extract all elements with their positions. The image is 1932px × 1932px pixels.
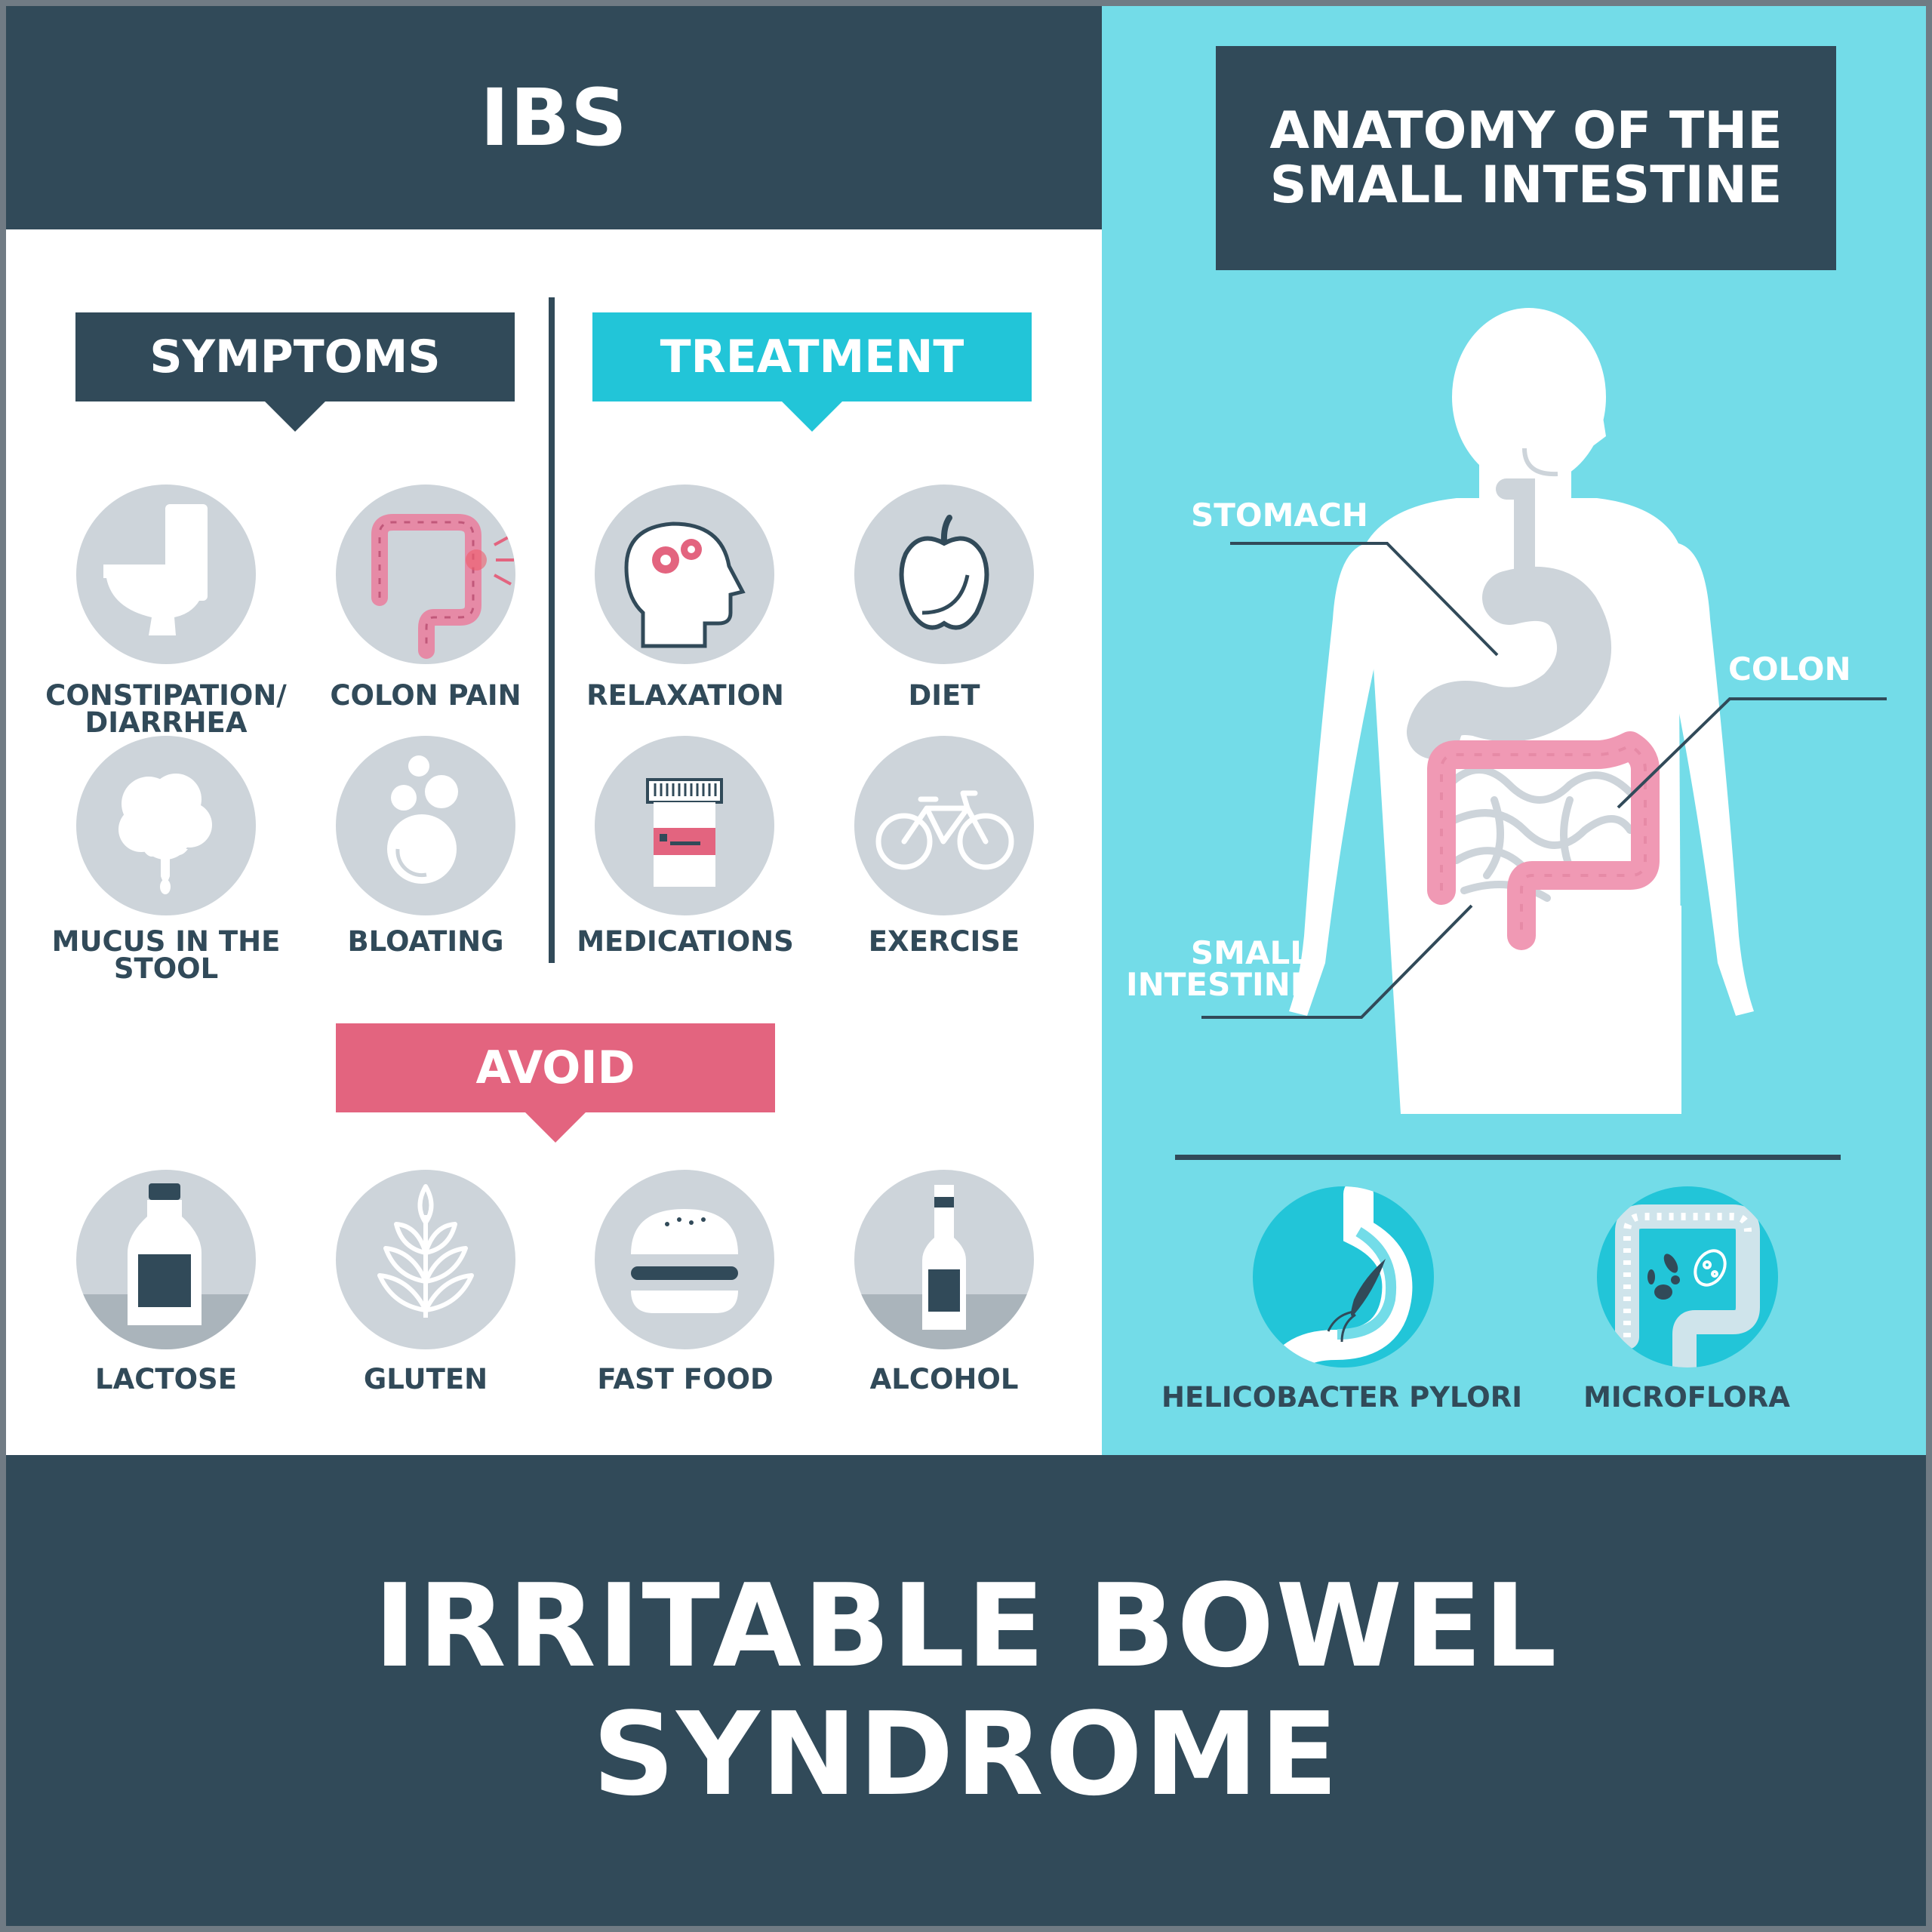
symptoms-heading-text: SYMPTOMS bbox=[149, 331, 441, 383]
medications-caption: MEDICATIONS bbox=[577, 925, 794, 958]
colon-pain-caption: COLON PAIN bbox=[330, 679, 521, 712]
constipation-caption: CONSTIPATION/ DIARRHEA bbox=[30, 679, 302, 739]
milk-bottle-icon bbox=[76, 1170, 256, 1349]
pill-bottle-icon bbox=[595, 736, 774, 915]
exercise-caption: EXERCISE bbox=[868, 925, 1020, 958]
stomach-label: STOMACH bbox=[1191, 497, 1368, 534]
small-intestine-label-line2: INTESTINE bbox=[1126, 966, 1312, 1003]
footer-title-line2: SYNDROME bbox=[592, 1687, 1340, 1821]
small-intestine-label-line1: SMALL bbox=[1190, 934, 1310, 971]
jaw-line bbox=[1522, 448, 1558, 477]
lactose-caption: LACTOSE bbox=[95, 1363, 237, 1395]
beer-bottle-icon bbox=[854, 1170, 1034, 1349]
mucus-caption-line2: STOOL bbox=[113, 952, 219, 985]
treatment-heading: TREATMENT bbox=[592, 312, 1032, 432]
mucus-caption-line1: MUCUS IN THE bbox=[51, 925, 281, 958]
apple-icon bbox=[854, 485, 1034, 664]
wheat-icon bbox=[336, 1170, 515, 1349]
symptoms-heading: SYMPTOMS bbox=[75, 312, 515, 432]
relaxation-caption: RELAXATION bbox=[586, 679, 784, 712]
colon-pain-icon bbox=[336, 485, 515, 664]
stomach bbox=[1407, 566, 1612, 759]
esophagus bbox=[1496, 478, 1535, 614]
constipation-caption-line2: DIARRHEA bbox=[85, 706, 248, 739]
gluten-caption: GLUTEN bbox=[363, 1363, 488, 1395]
alcohol-caption: ALCOHOL bbox=[869, 1363, 1019, 1395]
avoid-heading: AVOID bbox=[336, 1023, 775, 1143]
burger-icon bbox=[595, 1170, 774, 1349]
anatomy-title-box: ANATOMY OF THE SMALL INTESTINE bbox=[1216, 46, 1836, 270]
microflora-caption: MICROFLORA bbox=[1583, 1381, 1790, 1414]
toilet-icon bbox=[76, 485, 256, 664]
section-separator bbox=[1175, 1155, 1841, 1160]
column-divider bbox=[549, 297, 555, 963]
footer-banner: IRRITABLE BOWEL SYNDROME bbox=[6, 1455, 1926, 1926]
colon-ridges bbox=[1440, 743, 1647, 936]
anatomy-title-line1: ANATOMY OF THE bbox=[1269, 100, 1783, 161]
leader-lines bbox=[1201, 542, 1887, 1019]
microflora-icon bbox=[1597, 1186, 1778, 1367]
relaxation-head-icon bbox=[595, 485, 774, 664]
avoid-heading-text: AVOID bbox=[475, 1041, 635, 1094]
bloating-caption: BLOATING bbox=[347, 925, 504, 958]
bicycle-icon bbox=[854, 736, 1034, 915]
ibs-title: IBS bbox=[480, 72, 628, 164]
h-pylori-icon bbox=[1253, 1186, 1434, 1367]
small-intestine-label: SMALL INTESTINE bbox=[1126, 934, 1312, 1003]
bloating-icon bbox=[336, 736, 515, 915]
human-body-diagram bbox=[1201, 308, 1887, 1114]
mucus-caption: MUCUS IN THE STOOL bbox=[30, 928, 302, 983]
constipation-caption-line1: CONSTIPATION/ bbox=[45, 679, 287, 712]
mucus-icon bbox=[76, 736, 256, 915]
h-pylori-caption: HELICOBACTER PYLORI bbox=[1161, 1381, 1522, 1414]
anatomy-title-line2: SMALL INTESTINE bbox=[1269, 155, 1783, 215]
treatment-heading-text: TREATMENT bbox=[660, 331, 964, 383]
footer-title-line1: IRRITABLE BOWEL bbox=[374, 1559, 1558, 1693]
ibs-header: IBS bbox=[6, 6, 1102, 229]
diet-caption: DIET bbox=[908, 679, 980, 712]
fast-food-caption: FAST FOOD bbox=[597, 1363, 774, 1395]
colon-label: COLON bbox=[1728, 651, 1851, 688]
